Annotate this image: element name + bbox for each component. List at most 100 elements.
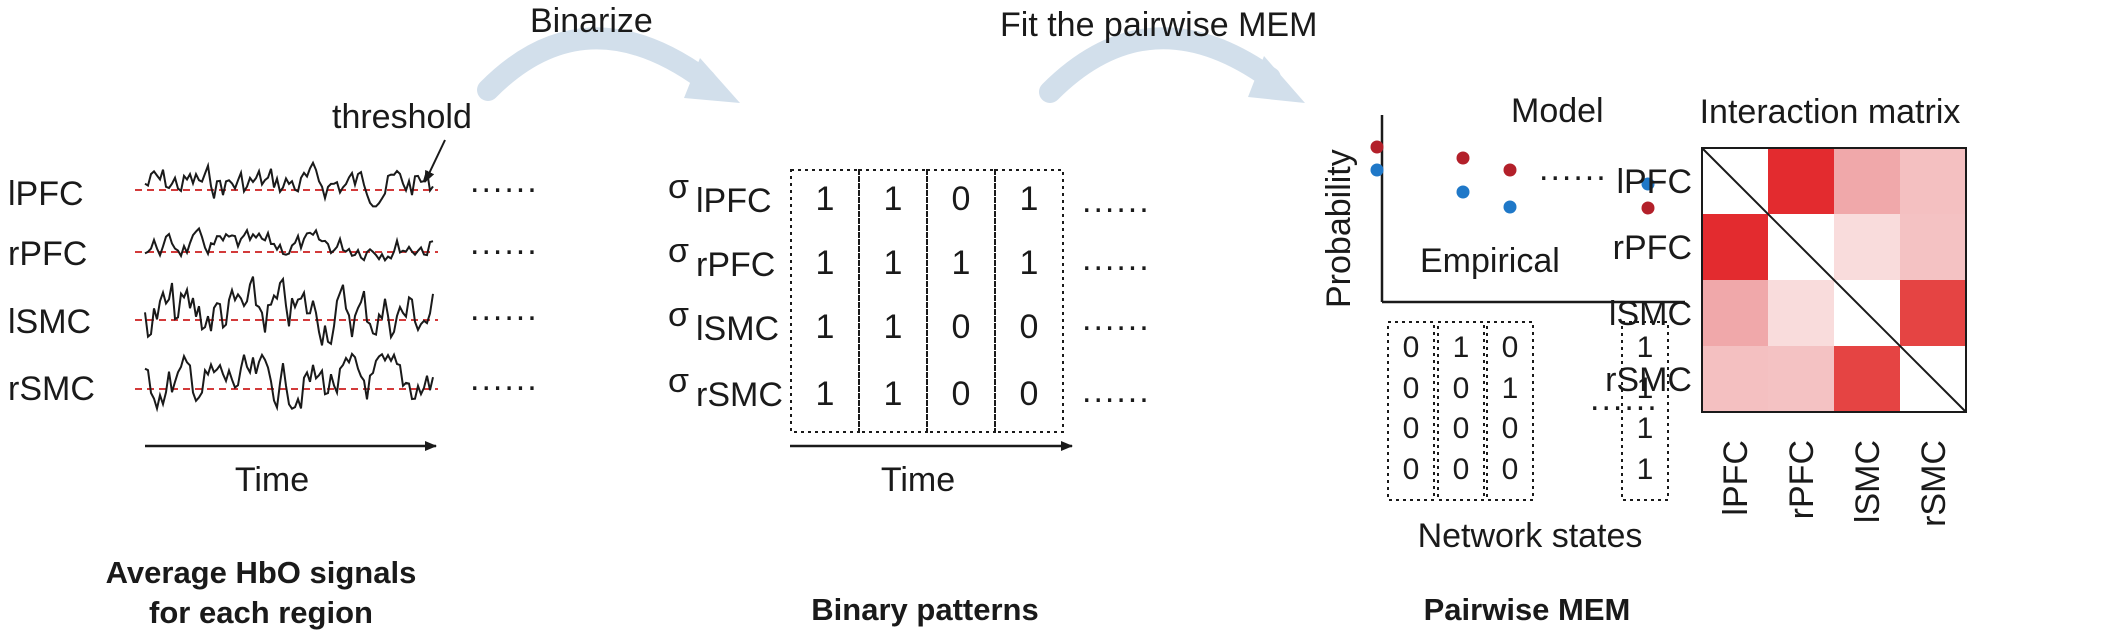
binary-value: 1: [884, 180, 903, 218]
empirical-label: Empirical: [1420, 242, 1560, 280]
model-dot: [1641, 201, 1655, 215]
panel-hbo-signals: lPFC rPFC lSMC rSMC threshold ...... ...…: [8, 98, 539, 630]
state-value: 1: [1453, 331, 1470, 364]
caption-line-2: for each region: [149, 595, 373, 630]
binary-value: 1: [1020, 180, 1039, 218]
state-value: 0: [1403, 372, 1420, 405]
time-label: Time: [881, 461, 955, 499]
sigma-symbol: σ: [668, 362, 689, 400]
sigma-label-4: σ rSMC: [668, 362, 783, 414]
signal-ellipsis-1: ......: [470, 162, 539, 200]
binary-value: 0: [952, 308, 971, 346]
state-ellipsis: ......: [1590, 380, 1659, 418]
model-dot: [1503, 163, 1517, 177]
time-label: Time: [235, 461, 309, 499]
binarize-label: Binarize: [530, 2, 653, 40]
state-value: 0: [1403, 412, 1420, 445]
matrix-cell: [1834, 346, 1900, 412]
probability-dots: [1370, 140, 1655, 215]
matrix-cell: [1768, 280, 1834, 346]
panel-binary-patterns: σ lPFC σ rPFC σ lSMC σ rSMC 111111110100…: [668, 168, 1151, 627]
matrix-row-label: lPFC: [1616, 163, 1692, 201]
threshold-label: threshold: [332, 98, 472, 136]
matrix-col-label: lPFC: [1717, 440, 1755, 516]
binary-value: 1: [816, 375, 835, 413]
binary-value: 0: [1020, 308, 1039, 346]
matrix-col-label: lSMC: [1849, 440, 1887, 523]
matrix-cell: [1768, 148, 1834, 214]
probability-ellipsis: ......: [1539, 150, 1608, 188]
pattern-column: [790, 169, 860, 433]
matrix-cell: [1900, 214, 1966, 280]
pattern-column: [994, 169, 1064, 433]
region-label-3: lSMC: [8, 303, 91, 341]
matrix-cell: [1900, 280, 1966, 346]
pattern-ellipsis-2: ......: [1082, 240, 1151, 278]
matrix-cell: [1834, 148, 1900, 214]
binary-value: 1: [884, 308, 903, 346]
pattern-ellipsis-4: ......: [1082, 372, 1151, 410]
binary-value: 1: [816, 244, 835, 282]
pattern-column: [858, 169, 928, 433]
binary-value: 0: [1020, 375, 1039, 413]
region-label-2: rPFC: [8, 235, 87, 273]
model-label: Model: [1511, 92, 1604, 130]
empirical-dot: [1641, 177, 1655, 191]
matrix-diagonal: [1701, 147, 1967, 413]
binary-value: 1: [884, 375, 903, 413]
state-column: [1486, 321, 1534, 501]
sigma-subscript: lPFC: [696, 182, 772, 220]
signal-trace: [144, 160, 434, 208]
matrix-row-label: rSMC: [1605, 361, 1692, 399]
threshold-pointer-arrow: [424, 139, 446, 183]
signal-ellipsis-2: ......: [470, 224, 539, 262]
sigma-label-2: σ rPFC: [668, 232, 775, 284]
matrix-cell: [1702, 214, 1768, 280]
binary-value: 1: [952, 244, 971, 282]
network-states-label: Network states: [1418, 517, 1643, 555]
region-label-4: rSMC: [8, 370, 95, 408]
caption: Pairwise MEM: [1424, 592, 1631, 627]
sigma-subscript: rPFC: [696, 246, 775, 284]
model-dot: [1370, 140, 1384, 154]
signal-ellipsis-4: ......: [470, 360, 539, 398]
sigma-symbol: σ: [668, 232, 689, 270]
matrix-cell: [1834, 214, 1900, 280]
sigma-subscript: rSMC: [696, 376, 783, 414]
state-value: 0: [1502, 453, 1519, 486]
matrix-border: [1701, 147, 1967, 413]
empirical-dot: [1370, 163, 1384, 177]
state-column: [1437, 321, 1485, 501]
state-value: 0: [1453, 412, 1470, 445]
caption-line-1: Average HbO signals: [106, 555, 417, 590]
state-column: [1387, 321, 1435, 501]
binarize-arrow: Binarize: [477, 2, 740, 103]
state-value: 1: [1637, 453, 1654, 486]
fit-mem-arrow: Fit the pairwise MEM: [1000, 6, 1317, 103]
state-value: 0: [1453, 372, 1470, 405]
matrix-col-label: rSMC: [1915, 440, 1953, 527]
state-value: 1: [1637, 412, 1654, 445]
pattern-ellipsis-3: ......: [1082, 300, 1151, 338]
empirical-dot: [1456, 185, 1470, 199]
panel-pairwise-mem: Probability Model Empirical ...... 00001…: [1320, 92, 1685, 627]
pattern-column: [926, 169, 996, 433]
pattern-ellipsis-1: ......: [1082, 182, 1151, 220]
binary-value: 1: [1020, 244, 1039, 282]
probability-axis-label: Probability: [1320, 149, 1358, 308]
state-value: 1: [1637, 372, 1654, 405]
model-dot: [1456, 151, 1470, 165]
matrix-cell: [1768, 346, 1834, 412]
binary-value: 0: [952, 180, 971, 218]
matrix-title: Interaction matrix: [1700, 93, 1961, 131]
state-value: 0: [1502, 331, 1519, 364]
caption: Binary patterns: [811, 592, 1038, 627]
state-value: 1: [1502, 372, 1519, 405]
state-value: 0: [1403, 453, 1420, 486]
matrix-cell: [1900, 148, 1966, 214]
